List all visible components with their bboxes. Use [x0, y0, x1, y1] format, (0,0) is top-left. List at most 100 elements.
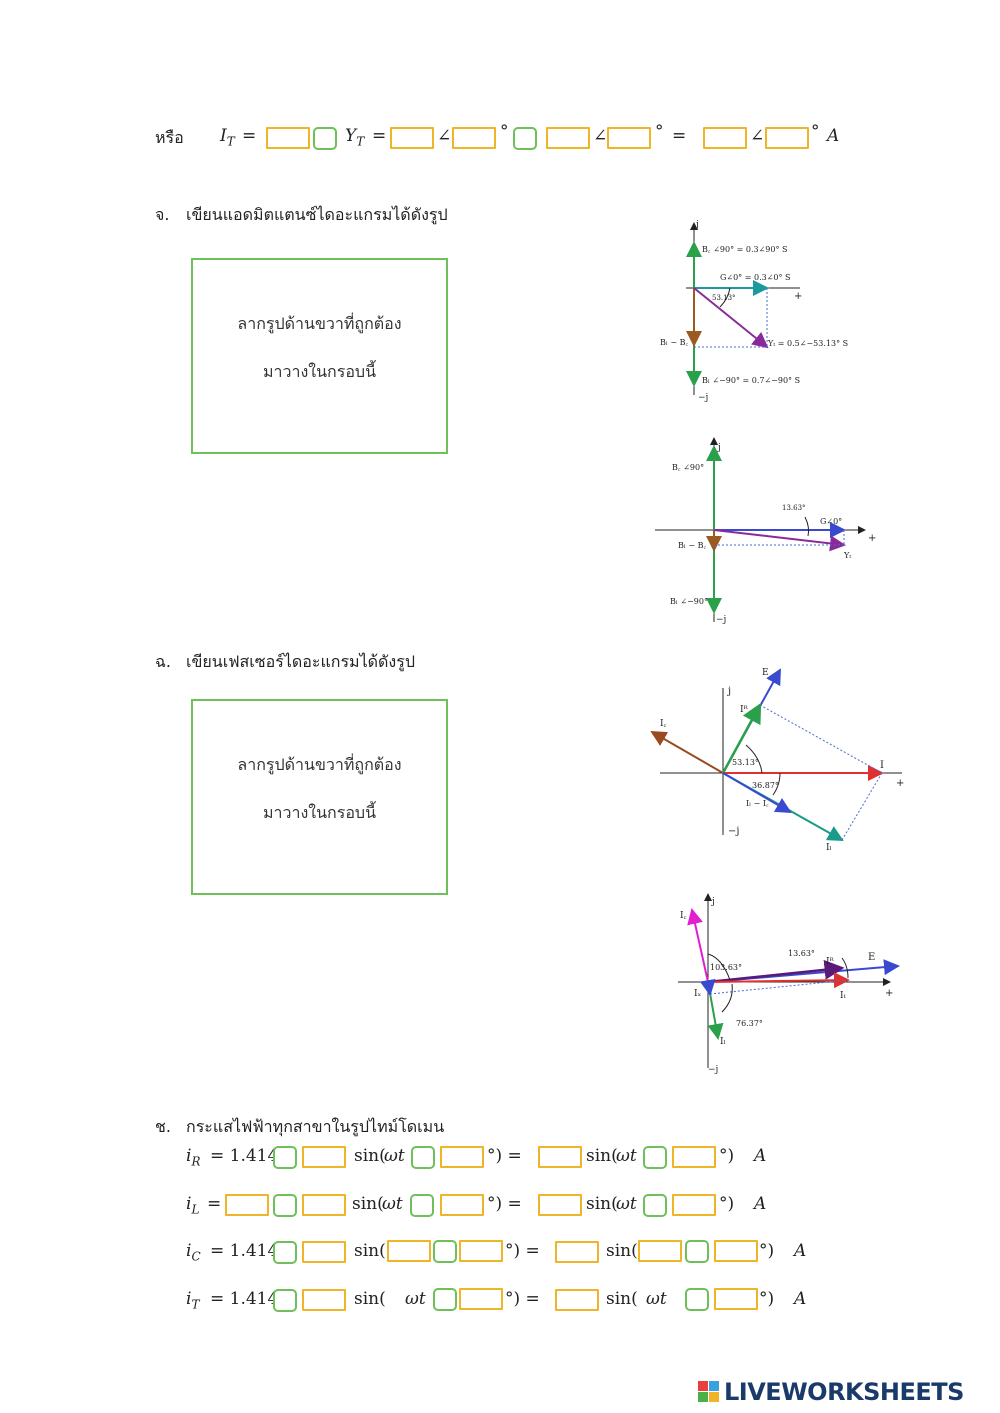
plus-label: + — [794, 291, 802, 302]
sin-function: sin( — [354, 1289, 386, 1309]
operator-box[interactable] — [273, 1241, 297, 1264]
angle-label: 13.63° — [782, 504, 806, 512]
answer-box[interactable] — [714, 1240, 758, 1262]
yt-symbol: YT — [345, 126, 365, 149]
phasor-diagram-option-1[interactable]: j E Iᴿ I꜀ 53.13° 36.87° I + Iₗ − I꜀ −j I… — [640, 660, 910, 860]
section-label: ช. — [155, 1117, 171, 1136]
answer-box[interactable] — [555, 1241, 599, 1263]
it-label: Iₜ — [840, 991, 847, 1001]
unit-a: A — [827, 126, 840, 146]
j-label: j — [727, 686, 731, 697]
answer-box[interactable] — [302, 1194, 346, 1216]
answer-box[interactable] — [459, 1288, 503, 1310]
phasor-diagram-option-2[interactable]: j I꜀ 103.63° 13.63° Iᴿ E + Iₓ Iₜ 76.37° … — [670, 888, 905, 1083]
answer-box[interactable] — [459, 1240, 503, 1262]
operator-box[interactable] — [433, 1240, 457, 1263]
operator-box[interactable] — [685, 1288, 709, 1311]
answer-box[interactable] — [672, 1146, 716, 1168]
answer-box[interactable] — [302, 1146, 346, 1168]
answer-box[interactable] — [607, 127, 651, 149]
unit-a: A — [754, 1146, 767, 1166]
answer-box[interactable] — [452, 127, 496, 149]
answer-box[interactable] — [440, 1146, 484, 1168]
operator-box[interactable] — [643, 1194, 667, 1217]
yt-label: Yₜ — [843, 551, 851, 560]
answer-box[interactable] — [387, 1240, 431, 1262]
drop-zone-text: ลากรูปด้านขวาที่ถูกต้อง — [237, 314, 402, 333]
omega-t: ωt — [382, 1194, 403, 1214]
ir-symbol: iR — [186, 1146, 201, 1169]
answer-box[interactable] — [703, 127, 747, 149]
ic-vector — [650, 730, 724, 774]
operator-box[interactable] — [410, 1194, 434, 1217]
section-heading: กระแสไฟฟ้าทุกสาขาในรูปไทม์โดเมน — [186, 1117, 445, 1136]
operator-box[interactable] — [273, 1194, 297, 1217]
answer-box[interactable] — [302, 1241, 346, 1263]
answer-box[interactable] — [546, 127, 590, 149]
unit-a: A — [794, 1241, 807, 1261]
angle-arc — [719, 287, 731, 308]
ic-label: I꜀ — [660, 719, 667, 729]
coefficient: = 1.414 — [210, 1146, 279, 1166]
answer-box[interactable] — [765, 127, 809, 149]
sin-function: sin( — [354, 1241, 386, 1261]
it-vector — [707, 972, 850, 989]
il-ic-vector — [722, 772, 792, 814]
bc-label: B꜀ ∠90° — [672, 463, 704, 472]
answer-box[interactable] — [538, 1194, 582, 1216]
section-label: จ. — [155, 205, 170, 224]
admittance-diagram-option-1[interactable]: j B꜀ ∠90° = 0.3∠90° S G∠0° = 0.3∠0° S + … — [650, 215, 865, 410]
bl-label: Bₗ ∠−90° — [670, 597, 708, 606]
sin-function: sin( — [354, 1146, 386, 1166]
il-ic-label: Iₗ − I꜀ — [746, 799, 769, 808]
close-paren-eq: °) = — [505, 1241, 540, 1261]
ic-symbol: iC — [186, 1241, 201, 1264]
i-label: I — [880, 760, 884, 771]
answer-box[interactable] — [538, 1146, 582, 1168]
ir-vector — [721, 702, 762, 774]
angle-label-1: 53.13° — [732, 758, 759, 767]
answer-box[interactable] — [390, 127, 434, 149]
drop-zone-admittance[interactable]: ลากรูปด้านขวาที่ถูกต้อง มาวางในกรอบนี้ — [191, 258, 448, 454]
unit-a: A — [754, 1194, 767, 1214]
operator-box[interactable] — [411, 1146, 435, 1169]
drop-zone-phasor[interactable]: ลากรูปด้านขวาที่ถูกต้อง มาวางในกรอบนี้ — [191, 699, 448, 895]
sin-function: sin( — [352, 1194, 384, 1214]
omega-t: ωt — [616, 1146, 637, 1166]
omega-t: ωt — [384, 1146, 405, 1166]
answer-box[interactable] — [714, 1288, 758, 1310]
answer-box[interactable] — [302, 1289, 346, 1311]
operator-box[interactable] — [513, 127, 537, 150]
answer-box[interactable] — [555, 1289, 599, 1311]
answer-box[interactable] — [440, 1194, 484, 1216]
or-label: หรือ — [155, 128, 184, 147]
neg-j-label: −j — [698, 393, 708, 403]
close-paren: °) — [719, 1194, 735, 1214]
operator-box[interactable] — [313, 127, 337, 150]
answer-box[interactable] — [638, 1240, 682, 1262]
ix-vector — [699, 978, 716, 996]
angle-label-2: 13.63° — [788, 949, 815, 958]
admittance-diagram-option-2[interactable]: j B꜀ ∠90° 13.63° G∠0° + Bₗ − B꜀ Yₜ Bₗ ∠−… — [650, 432, 885, 627]
plus-label: + — [885, 988, 893, 999]
answer-box[interactable] — [225, 1194, 269, 1216]
section-label: ฉ. — [155, 652, 171, 671]
g-label: G∠0° = 0.3∠0° S — [720, 273, 791, 282]
projection-line — [841, 772, 883, 841]
operator-box[interactable] — [273, 1146, 297, 1169]
ir-label: Iᴿ — [740, 705, 749, 715]
answer-box[interactable] — [266, 127, 310, 149]
drop-zone-text: มาวางในกรอบนี้ — [262, 803, 377, 822]
answer-box[interactable] — [672, 1194, 716, 1216]
operator-box[interactable] — [685, 1240, 709, 1263]
e-label: E — [868, 952, 875, 963]
g-label: G∠0° — [820, 517, 842, 526]
unit-a: A — [794, 1289, 807, 1309]
close-paren-eq: °) = — [505, 1289, 540, 1309]
operator-box[interactable] — [433, 1288, 457, 1311]
il-symbol: iL — [186, 1194, 200, 1217]
operator-box[interactable] — [273, 1289, 297, 1312]
angle-label-1: 103.63° — [710, 963, 742, 972]
operator-box[interactable] — [643, 1146, 667, 1169]
angle-arc — [841, 957, 849, 979]
